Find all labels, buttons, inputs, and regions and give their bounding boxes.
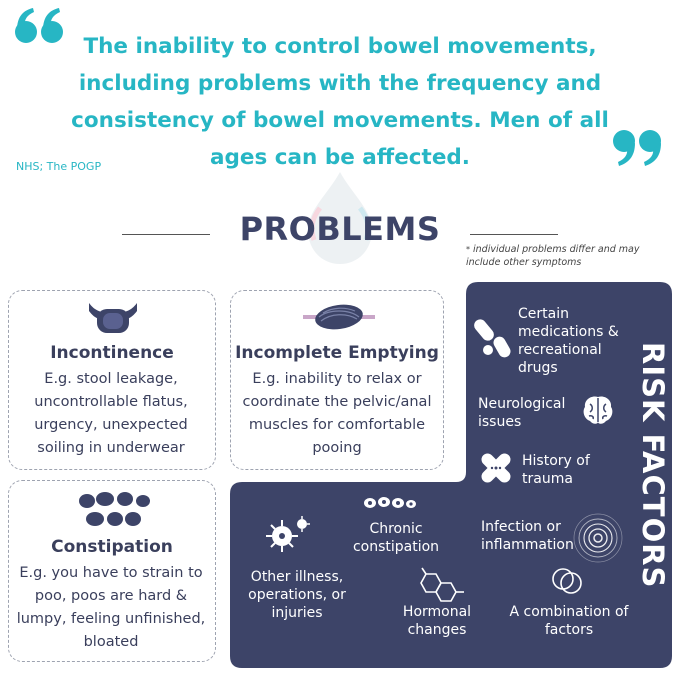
card-desc: E.g. you have to strain to poo, poos are…	[16, 565, 206, 650]
bandage-icon	[481, 453, 511, 483]
overlap-circles-icon	[552, 568, 582, 594]
divider-left	[122, 234, 210, 235]
risk-item-other-illness: Other illness, operations, or injuries	[248, 569, 346, 621]
card-constipation: Constipation E.g. you have to strain to …	[8, 480, 216, 662]
risk-item-neurological: Neurological issues	[478, 396, 566, 430]
risk-factors-title: RISK FACTORS	[636, 341, 670, 589]
card-title: Incomplete Emptying	[235, 343, 439, 363]
logo-drop-icon	[308, 172, 372, 264]
risk-item-combination: A combination of factors	[509, 604, 629, 638]
muscle-icon	[303, 304, 375, 330]
bacteria-icon	[364, 497, 416, 508]
brain-icon	[583, 396, 613, 424]
risk-item-hormonal: Hormonal changes	[402, 604, 472, 638]
card-desc: E.g. inability to relax or coordinate th…	[242, 371, 432, 456]
pad-icon	[89, 303, 137, 333]
quote-text: The inability to control bowel movements…	[71, 34, 609, 170]
problems-note: *individual problems differ and may incl…	[466, 243, 676, 269]
risk-item-chronic-constipation: Chronic constipation	[352, 521, 440, 555]
card-incontinence: Incontinence E.g. stool leakage, uncontr…	[8, 290, 216, 470]
virus-icon	[266, 516, 310, 552]
card-incomplete-emptying: Incomplete Emptying E.g. inability to re…	[230, 290, 444, 470]
molecule-icon	[420, 567, 464, 602]
risk-item-medications: Certain medications & recreational drugs	[518, 306, 619, 376]
spiral-icon	[573, 513, 623, 563]
card-desc: E.g. stool leakage, uncontrollable flatu…	[34, 371, 188, 456]
card-title: Incontinence	[50, 343, 174, 363]
quote-source: NHS; The POGP	[16, 160, 102, 173]
divider-right	[470, 234, 558, 235]
quote-close-icon	[613, 130, 661, 166]
card-title: Constipation	[51, 537, 173, 557]
stool-pellets-icon	[79, 492, 150, 526]
quote-open-icon	[15, 8, 63, 43]
note-text: individual problems differ and may inclu…	[466, 244, 640, 268]
risk-item-trauma: History of trauma	[522, 453, 590, 487]
risk-item-infection: Infection or inflammation	[481, 519, 574, 553]
note-asterisk: *	[466, 245, 470, 254]
problems-title: PROBLEMS	[239, 210, 441, 248]
pills-icon	[474, 319, 511, 358]
